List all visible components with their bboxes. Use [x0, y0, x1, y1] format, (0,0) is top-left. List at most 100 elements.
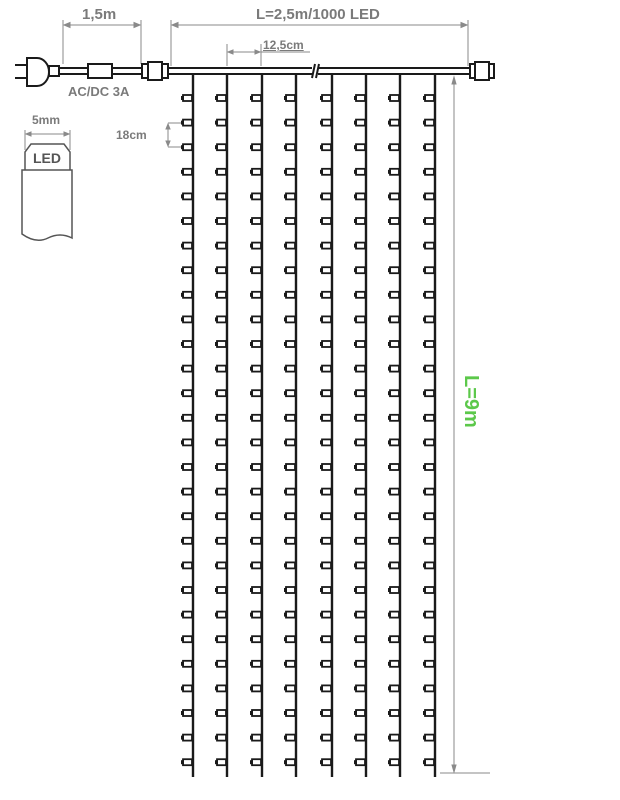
led-bulb: [216, 512, 227, 521]
led-strand: [423, 73, 437, 777]
led-bulb: [355, 635, 366, 644]
led-bulb: [285, 512, 296, 521]
led-bulb: [355, 167, 366, 176]
led-bulb: [285, 389, 296, 398]
led-bulb: [182, 610, 193, 619]
led-bulb: [285, 659, 296, 668]
led-bulb: [355, 241, 366, 250]
end-connector: [469, 61, 495, 81]
led-bulb: [424, 340, 435, 348]
power-label: AC/DC 3A: [68, 84, 130, 99]
led-bulb: [182, 758, 193, 767]
led-bulb: [216, 290, 227, 299]
led-bulb: [389, 438, 400, 447]
led-bulb: [424, 364, 435, 373]
led-bulb: [321, 463, 332, 471]
led-bulb: [251, 118, 262, 127]
led-bulb: [321, 487, 332, 496]
led-bulb: [285, 266, 296, 275]
led-bulb: [285, 94, 296, 102]
led-bulb: [251, 389, 262, 398]
led-bulb: [216, 241, 227, 250]
led-bulb: [251, 241, 262, 250]
led-bulb: [424, 586, 435, 594]
led-bulb: [216, 610, 227, 619]
led-bulb: [182, 118, 193, 127]
led-bulb: [285, 340, 296, 348]
led-bulb: [355, 536, 366, 545]
led-bulb: [285, 610, 296, 619]
led-strand: [215, 73, 229, 777]
led-bulb: [182, 389, 193, 398]
led-bulb: [182, 413, 193, 422]
led-bulb: [424, 610, 435, 619]
power-cable: [59, 61, 169, 81]
led-bulb: [424, 389, 435, 398]
power-plug: [15, 57, 60, 87]
led-bulb: [182, 487, 193, 496]
led-bulb: [389, 389, 400, 398]
drop-length-label: L=9m: [460, 375, 482, 428]
led-bulb: [216, 94, 227, 102]
led-size-label: 5mm: [32, 113, 61, 127]
led-bulb: [285, 438, 296, 447]
led-bulb: [424, 217, 435, 225]
led-bulb: [251, 659, 262, 668]
led-bulb: [285, 586, 296, 594]
led-bulb: [251, 758, 262, 767]
led-bulb: [321, 266, 332, 275]
led-bulb: [251, 217, 262, 225]
led-bulb: [355, 94, 366, 102]
led-bulb: [251, 512, 262, 521]
led-bulb: [182, 733, 193, 742]
led-bulb: [182, 290, 193, 299]
led-bulb: [182, 635, 193, 644]
led-bulb: [424, 487, 435, 496]
led-bulb: [321, 143, 332, 152]
led-bulb: [285, 167, 296, 176]
led-bulb: [251, 192, 262, 201]
led-bulb: [424, 659, 435, 668]
led-bulb: [355, 586, 366, 594]
led-bulb: [285, 315, 296, 324]
led-bulb: [216, 192, 227, 201]
led-bulb: [182, 536, 193, 545]
led-bulb: [424, 438, 435, 447]
led-bulb: [251, 340, 262, 348]
led-bulb: [389, 536, 400, 545]
led-bulb: [251, 315, 262, 324]
led-bulb: [355, 487, 366, 496]
led-bulb: [216, 561, 227, 570]
led-bulb: [182, 364, 193, 373]
led-bulb: [285, 758, 296, 767]
led-bulb: [389, 364, 400, 373]
led-bulb: [251, 438, 262, 447]
led-bulb: [389, 94, 400, 102]
led-bulb: [389, 561, 400, 570]
led-bulb: [321, 512, 332, 521]
led-bulb: [355, 315, 366, 324]
led-bulb: [389, 217, 400, 225]
led-bulb: [355, 290, 366, 299]
led-bulb: [321, 610, 332, 619]
led-strand: [284, 73, 298, 777]
led-bulb: [355, 659, 366, 668]
led-bulb: [251, 463, 262, 471]
led-bulb: [182, 315, 193, 324]
led-bulb: [355, 709, 366, 717]
led-bulb: [389, 118, 400, 127]
led-bulb: [321, 290, 332, 299]
led-bulb: [182, 561, 193, 570]
led-bulb: [424, 290, 435, 299]
led-bulb: [389, 143, 400, 152]
led-bulb: [321, 413, 332, 422]
led-bulb: [355, 192, 366, 201]
led-bulb: [355, 364, 366, 373]
led-bulb: [355, 758, 366, 767]
led-bulb: [424, 758, 435, 767]
cable-length-label: 1,5m: [82, 6, 117, 23]
led-bulb: [251, 266, 262, 275]
led-bulb: [251, 635, 262, 644]
led-bulb: [251, 561, 262, 570]
